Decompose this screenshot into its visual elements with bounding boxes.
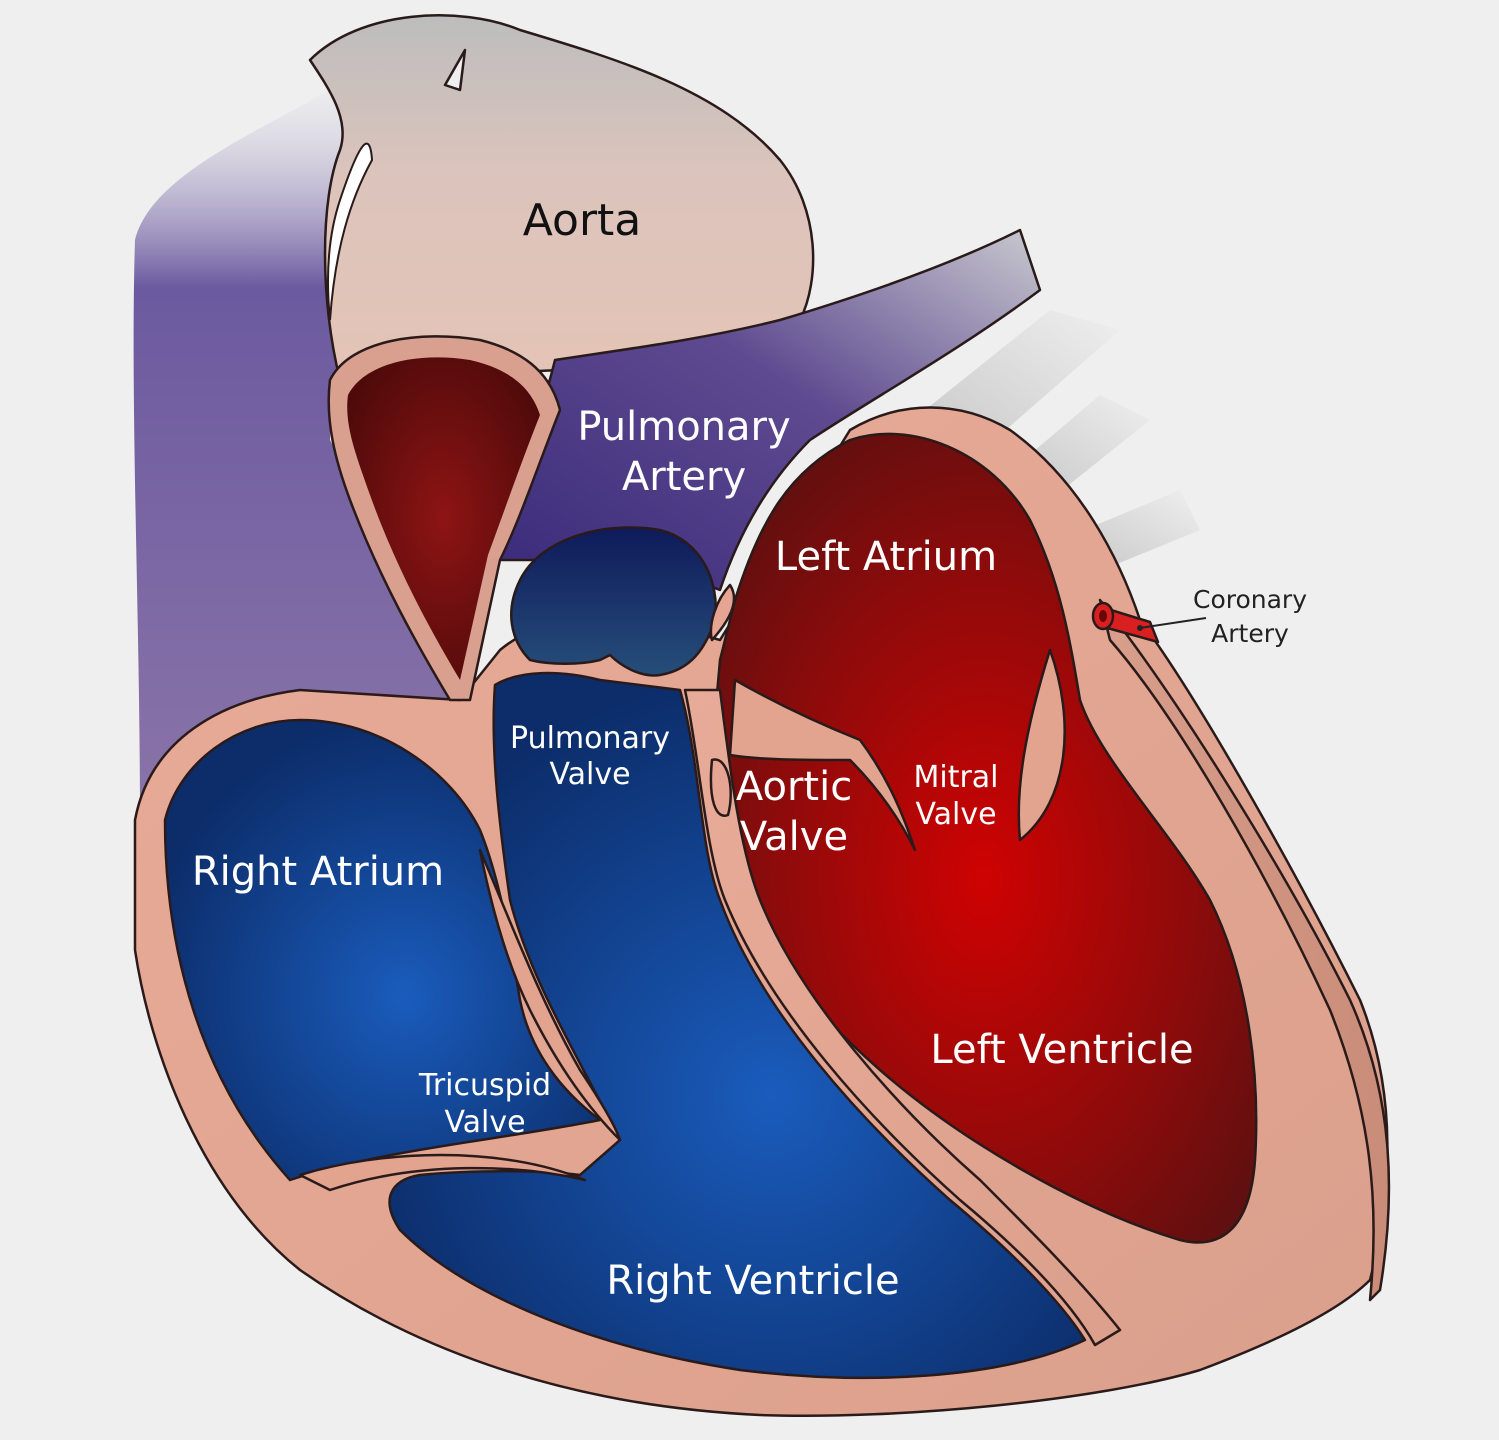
label-pulmonary-valve-line1: Pulmonary bbox=[510, 721, 670, 756]
label-pulmonary-artery-line1: Pulmonary bbox=[577, 404, 790, 450]
label-right-ventricle: Right Ventricle bbox=[606, 1258, 899, 1304]
label-pulmonary-artery-line2: Artery bbox=[622, 454, 746, 500]
label-mitral-valve-line1: Mitral bbox=[913, 760, 998, 795]
label-aortic-valve-line2: Valve bbox=[740, 814, 848, 860]
label-coronary-artery-line2: Artery bbox=[1211, 619, 1289, 648]
label-aortic-valve-line1: Aortic bbox=[736, 764, 852, 810]
label-pulmonary-valve-line2: Valve bbox=[549, 757, 630, 792]
label-tricuspid-valve-line1: Tricuspid bbox=[418, 1068, 551, 1103]
label-aorta: Aorta bbox=[523, 195, 642, 246]
label-coronary-artery-line1: Coronary bbox=[1193, 585, 1307, 614]
label-mitral-valve-line2: Valve bbox=[915, 797, 996, 832]
label-left-atrium: Left Atrium bbox=[775, 534, 997, 580]
label-tricuspid-valve-line2: Valve bbox=[444, 1105, 525, 1140]
label-right-atrium: Right Atrium bbox=[192, 849, 444, 895]
label-left-ventricle: Left Ventricle bbox=[930, 1027, 1193, 1073]
